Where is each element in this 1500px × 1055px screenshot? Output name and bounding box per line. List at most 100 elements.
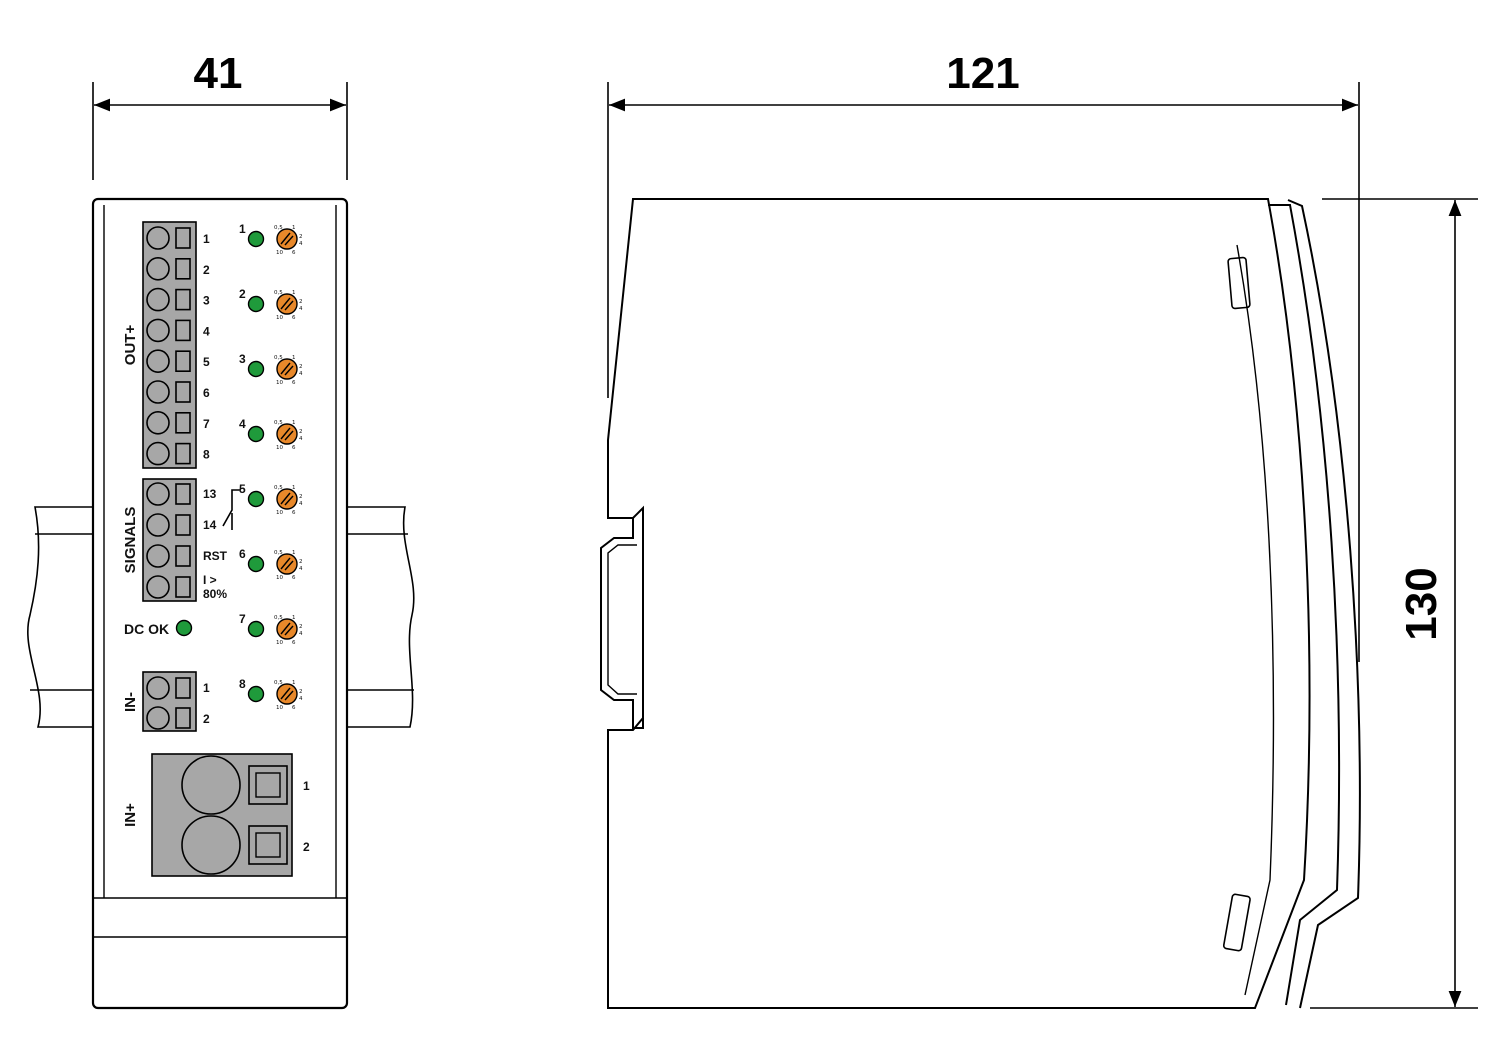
out-plus-terminal-8 [146,441,191,466]
dial-scale-mark: 6 [292,315,296,321]
in-minus-label: IN- [122,692,139,712]
side-view-din-clip [600,508,644,729]
signals-pin-14: 14 [203,518,217,532]
signals-label: SIGNALS [122,507,139,574]
in-minus-terminal-1 [146,676,191,700]
dial-scale-mark: 0,5 [274,225,283,231]
signals-pin-rst: RST [203,549,228,563]
dial-scale-mark: 6 [292,705,296,711]
dial-scale-mark: 1 [292,420,296,426]
out-plus-pin-6: 6 [203,386,210,400]
signals-terminal-2 [146,513,191,537]
dial-scale-mark: 6 [292,445,296,451]
dial-scale-mark: 4 [299,566,303,572]
dial-scale-mark: 10 [276,705,283,711]
channel-led [247,490,265,508]
dial-scale-mark: 4 [299,371,303,377]
dial-scale-mark: 4 [299,631,303,637]
channel-led [247,425,265,443]
in-minus-pin-2: 2 [203,712,210,726]
in-minus-terminal-2 [146,706,191,730]
dimension-height: 130 [1310,198,1478,1009]
out-plus-terminal-5 [146,349,191,374]
dial-scale-mark: 4 [299,306,303,312]
terminal-block-signals: SIGNALS 13 14 RST I > 80% [122,478,241,602]
channel-led [247,555,265,573]
out-plus-label: OUT+ [122,325,139,366]
signals-terminal-3 [146,544,191,568]
out-plus-pin-2: 2 [203,263,210,277]
dial-scale-mark: 1 [292,485,296,491]
out-plus-terminal-7 [146,410,191,435]
out-plus-terminal-1 [146,226,191,250]
dimension-depth-label: 121 [946,49,1019,98]
channel-led [247,685,265,703]
din-rail [27,506,415,728]
out-plus-pin-7: 7 [203,417,210,431]
channel-led [247,620,265,638]
in-plus-pin-2: 2 [303,840,310,854]
dial-scale-mark: 2 [299,234,303,240]
channel-led [247,230,265,248]
dimension-width-label: 41 [194,49,243,98]
dial-scale-mark: 2 [299,494,303,500]
out-plus-pin-1: 1 [203,232,210,246]
in-plus-pin-1: 1 [303,779,310,793]
dial-scale-mark: 1 [292,550,296,556]
dial-scale-mark: 6 [292,510,296,516]
signals-pin-80-percent: 80% [203,587,227,601]
terminal-block-in-minus: IN- 1 2 [122,671,210,732]
signals-terminal-1 [146,482,191,506]
out-plus-terminal-2 [146,256,191,281]
dial-scale-mark: 1 [292,290,296,296]
dial-scale-mark: 6 [292,640,296,646]
front-view-housing [91,197,349,1010]
out-plus-pin-4: 4 [203,324,210,338]
dc-ok-label: DC OK [124,621,169,637]
dial-scale-mark: 10 [276,640,283,646]
in-plus-label: IN+ [122,803,139,827]
in-plus-clamp-2 [248,825,288,865]
signals-pin-i-greater: I > [203,573,217,587]
channel-number: 2 [239,287,246,301]
dial-scale-mark: 1 [292,615,296,621]
dial-scale-mark: 2 [299,689,303,695]
side-view-housing [607,198,1361,1009]
out-plus-pin-3: 3 [203,294,210,308]
signals-pin-13: 13 [203,487,217,501]
dial-scale-mark: 10 [276,250,283,256]
channel-number: 7 [239,612,246,626]
out-plus-terminal-3 [146,287,191,312]
dc-ok-led [175,619,193,637]
dial-scale-mark: 1 [292,680,296,686]
relay-contact-symbol [222,489,241,530]
dial-scale-mark: 6 [292,380,296,386]
channel-number: 6 [239,547,246,561]
dial-scale-mark: 2 [299,364,303,370]
dial-scale-mark: 0,5 [274,615,283,621]
dial-scale-mark: 0,5 [274,355,283,361]
dial-scale-mark: 4 [299,241,303,247]
dial-scale-mark: 6 [292,250,296,256]
out-plus-pin-5: 5 [203,355,210,369]
dc-ok-indicator: DC OK [124,619,193,637]
dial-scale-mark: 10 [276,445,283,451]
signals-terminal-4 [146,575,191,599]
dimension-depth: 121 [607,49,1360,662]
dial-scale-mark: 0,5 [274,420,283,426]
dial-scale-mark: 2 [299,429,303,435]
